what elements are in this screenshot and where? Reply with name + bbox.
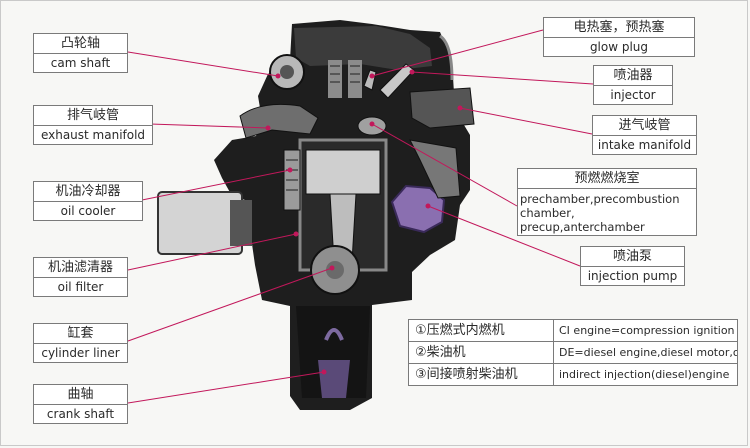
label-oil-filter: 机油滤清器 oil filter (33, 257, 128, 297)
glossary-term-zh: ①压燃式内燃机 (409, 320, 554, 341)
label-zh: 机油冷却器 (34, 182, 142, 202)
glossary-term-en: DE=diesel engine,diesel motor,oil engine (559, 346, 737, 359)
label-en: crank shaft (46, 407, 115, 421)
label-intake-manifold: 进气岐管 intake manifold (592, 115, 697, 155)
label-prechamber: 预燃燃烧室 prechamber,precombustion chamber, … (517, 168, 697, 236)
glossary-table: ①压燃式内燃机 CI engine=compression ignition e… (408, 319, 738, 386)
label-injection-pump: 喷油泵 injection pump (580, 246, 685, 286)
label-zh: 进气岐管 (593, 116, 696, 136)
label-en: oil cooler (60, 204, 116, 218)
label-en: oil filter (57, 280, 104, 294)
oil-filter-shape (157, 191, 243, 255)
injector-shape (379, 63, 415, 99)
label-zh: 曲轴 (34, 385, 127, 405)
oil-pan (296, 306, 370, 398)
label-oil-cooler: 机油冷却器 oil cooler (33, 181, 143, 221)
label-en: injection pump (587, 269, 678, 283)
exhaust-manifold-shape (239, 103, 319, 139)
label-zh: 排气岐管 (34, 106, 152, 126)
label-zh: 机油滤清器 (34, 258, 127, 278)
label-en: exhaust manifold (40, 128, 146, 142)
label-en: intake manifold (597, 138, 692, 152)
label-en: injector (610, 88, 656, 102)
label-injector: 喷油器 injector (593, 65, 673, 105)
glossary-row: ①压燃式内燃机 CI engine=compression ignition e… (409, 320, 737, 342)
label-en: cylinder liner (41, 346, 120, 360)
glossary-row: ②柴油机 DE=diesel engine,diesel motor,oil e… (409, 342, 737, 364)
label-zh: 预燃燃烧室 (518, 169, 696, 189)
glossary-row: ③间接喷射柴油机 indirect injection(diesel)engin… (409, 364, 737, 385)
label-exhaust-manifold: 排气岐管 exhaust manifold (33, 105, 153, 145)
glossary-term-en: indirect injection(diesel)engine (559, 368, 730, 381)
label-crank-shaft: 曲轴 crank shaft (33, 384, 128, 424)
label-zh: 喷油器 (594, 66, 672, 86)
label-zh: 缸套 (34, 324, 127, 344)
label-en: cam shaft (50, 56, 111, 70)
glossary-term-en: CI engine=compression ignition engine (559, 324, 737, 337)
label-glow-plug: 电热塞，预热塞 glow plug (543, 17, 695, 57)
label-zh: 喷油泵 (581, 247, 684, 267)
label-zh: 电热塞，预热塞 (544, 18, 694, 38)
glossary-term-zh: ③间接喷射柴油机 (409, 364, 554, 385)
valve-cover (294, 26, 432, 70)
label-cam-shaft: 凸轮轴 cam shaft (33, 33, 128, 73)
label-cylinder-liner: 缸套 cylinder liner (33, 323, 128, 363)
glossary-term-zh: ②柴油机 (409, 342, 554, 363)
label-zh: 凸轮轴 (34, 34, 127, 54)
label-en: prechamber,precombustion chamber, precup… (520, 192, 680, 234)
label-en: glow plug (589, 40, 649, 54)
intake-manifold-shape (409, 87, 475, 129)
injection-pump-shape (390, 184, 446, 234)
piston-shape (305, 149, 381, 195)
